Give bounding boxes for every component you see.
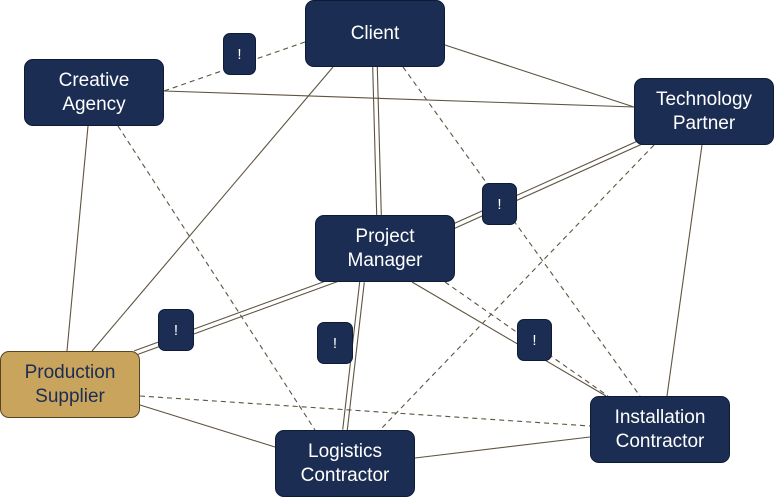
node-production-supplier[interactable]: Production Supplier — [0, 351, 140, 418]
edge-client-to-technology-partner — [444, 44, 635, 108]
edge-technology-partner-to-installation-contractor — [666, 144, 703, 397]
alert-badge-pm-installation[interactable]: ! — [517, 319, 552, 361]
node-installation-contractor[interactable]: Installation Contractor — [590, 396, 730, 463]
node-project-manager[interactable]: Project Manager — [315, 215, 455, 282]
node-client[interactable]: Client — [305, 0, 445, 67]
node-technology-partner[interactable]: Technology Partner — [634, 78, 774, 145]
edge-client-to-installation-contractor — [402, 66, 641, 397]
edge-project-manager-to-installation-contractor — [411, 281, 607, 397]
edge-technology-partner-to-project-manager — [450, 139, 643, 230]
edge-production-supplier-to-installation-contractor — [139, 395, 591, 427]
alert-badge-pm-production[interactable]: ! — [158, 309, 194, 351]
edge-creative-agency-to-logistics-contractor — [117, 125, 316, 431]
alert-badge-client-creative[interactable]: ! — [223, 33, 256, 75]
node-creative-agency[interactable]: Creative Agency — [24, 59, 164, 126]
node-logistics-contractor[interactable]: Logistics Contractor — [275, 430, 415, 497]
edge-technology-partner-to-logistics-contractor — [379, 144, 655, 431]
alert-badge-pm-logistics[interactable]: ! — [317, 322, 353, 364]
edge-creative-agency-to-technology-partner — [163, 90, 635, 108]
edge-logistics-contractor-to-installation-contractor — [414, 436, 591, 459]
edge-production-supplier-to-logistics-contractor — [139, 404, 276, 448]
alert-badge-pm-technology[interactable]: ! — [482, 183, 517, 225]
edge-client-to-project-manager — [372, 66, 382, 216]
edge-creative-agency-to-production-supplier — [66, 125, 89, 352]
edge-client-to-production-supplier — [91, 66, 334, 352]
